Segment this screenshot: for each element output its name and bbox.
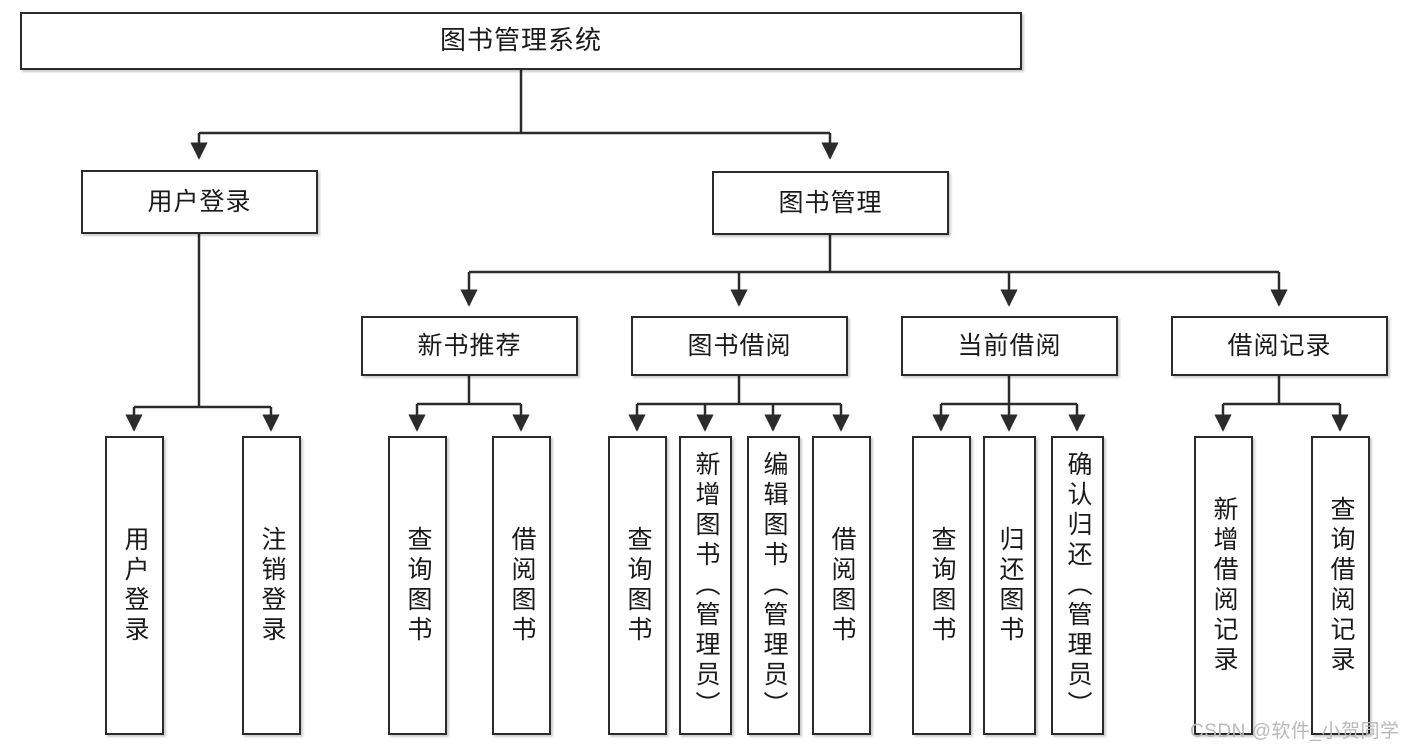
node-leaf-borrow-book-recommend[interactable]: 借阅图书 [492, 436, 551, 735]
node-label: 归还图书 [996, 525, 1024, 646]
csdn-watermark: CSDN @软件_小贺同学 [1190, 721, 1400, 742]
node-label: 图书管理系统 [439, 25, 602, 56]
node-label: 图书管理 [778, 188, 883, 217]
node-leaf-return-book[interactable]: 归还图书 [983, 436, 1036, 735]
node-leaf-user-login[interactable]: 用户登录 [105, 436, 164, 735]
node-leaf-query-book-current[interactable]: 查询图书 [912, 436, 971, 735]
node-label: 确认归还（管理员） [1064, 450, 1092, 721]
node-book-management-system[interactable]: 图书管理系统 [20, 12, 1022, 70]
node-current-borrow[interactable]: 当前借阅 [901, 316, 1118, 376]
node-leaf-edit-book[interactable]: 编辑图书（管理员） [747, 436, 800, 735]
node-leaf-logout-login[interactable]: 注销登录 [242, 436, 301, 735]
node-leaf-confirm-return[interactable]: 确认归还（管理员） [1051, 436, 1104, 735]
node-leaf-query-book-recommend[interactable]: 查询图书 [388, 436, 447, 735]
node-label: 查询借阅记录 [1327, 495, 1355, 676]
node-borrow-record[interactable]: 借阅记录 [1171, 316, 1388, 376]
node-leaf-borrow-book[interactable]: 借阅图书 [812, 436, 871, 735]
node-label: 用户登录 [147, 187, 252, 216]
node-leaf-add-book[interactable]: 新增图书（管理员） [679, 436, 732, 735]
node-leaf-query-borrow-record[interactable]: 查询借阅记录 [1311, 436, 1370, 735]
node-label: 查询图书 [624, 525, 652, 646]
node-label: 用户登录 [121, 525, 149, 646]
node-label: 借阅图书 [508, 525, 536, 646]
node-label: 当前借阅 [957, 331, 1062, 360]
node-label: 图书借阅 [687, 331, 792, 360]
node-label: 新增借阅记录 [1210, 495, 1238, 676]
node-label: 编辑图书（管理员） [760, 450, 788, 721]
node-label: 查询图书 [928, 525, 956, 646]
node-label: 借阅图书 [828, 525, 856, 646]
node-label: 新增图书（管理员） [692, 450, 720, 721]
node-book-borrow[interactable]: 图书借阅 [631, 316, 848, 376]
node-leaf-query-book-borrow[interactable]: 查询图书 [608, 436, 667, 735]
node-book-management[interactable]: 图书管理 [712, 171, 949, 235]
node-user-login[interactable]: 用户登录 [81, 170, 318, 234]
node-label: 注销登录 [258, 525, 286, 646]
node-label: 借阅记录 [1227, 331, 1332, 360]
node-new-book-recommend[interactable]: 新书推荐 [361, 316, 578, 376]
node-label: 查询图书 [404, 525, 432, 646]
node-leaf-add-borrow-record[interactable]: 新增借阅记录 [1194, 436, 1253, 735]
node-label: 新书推荐 [417, 331, 522, 360]
